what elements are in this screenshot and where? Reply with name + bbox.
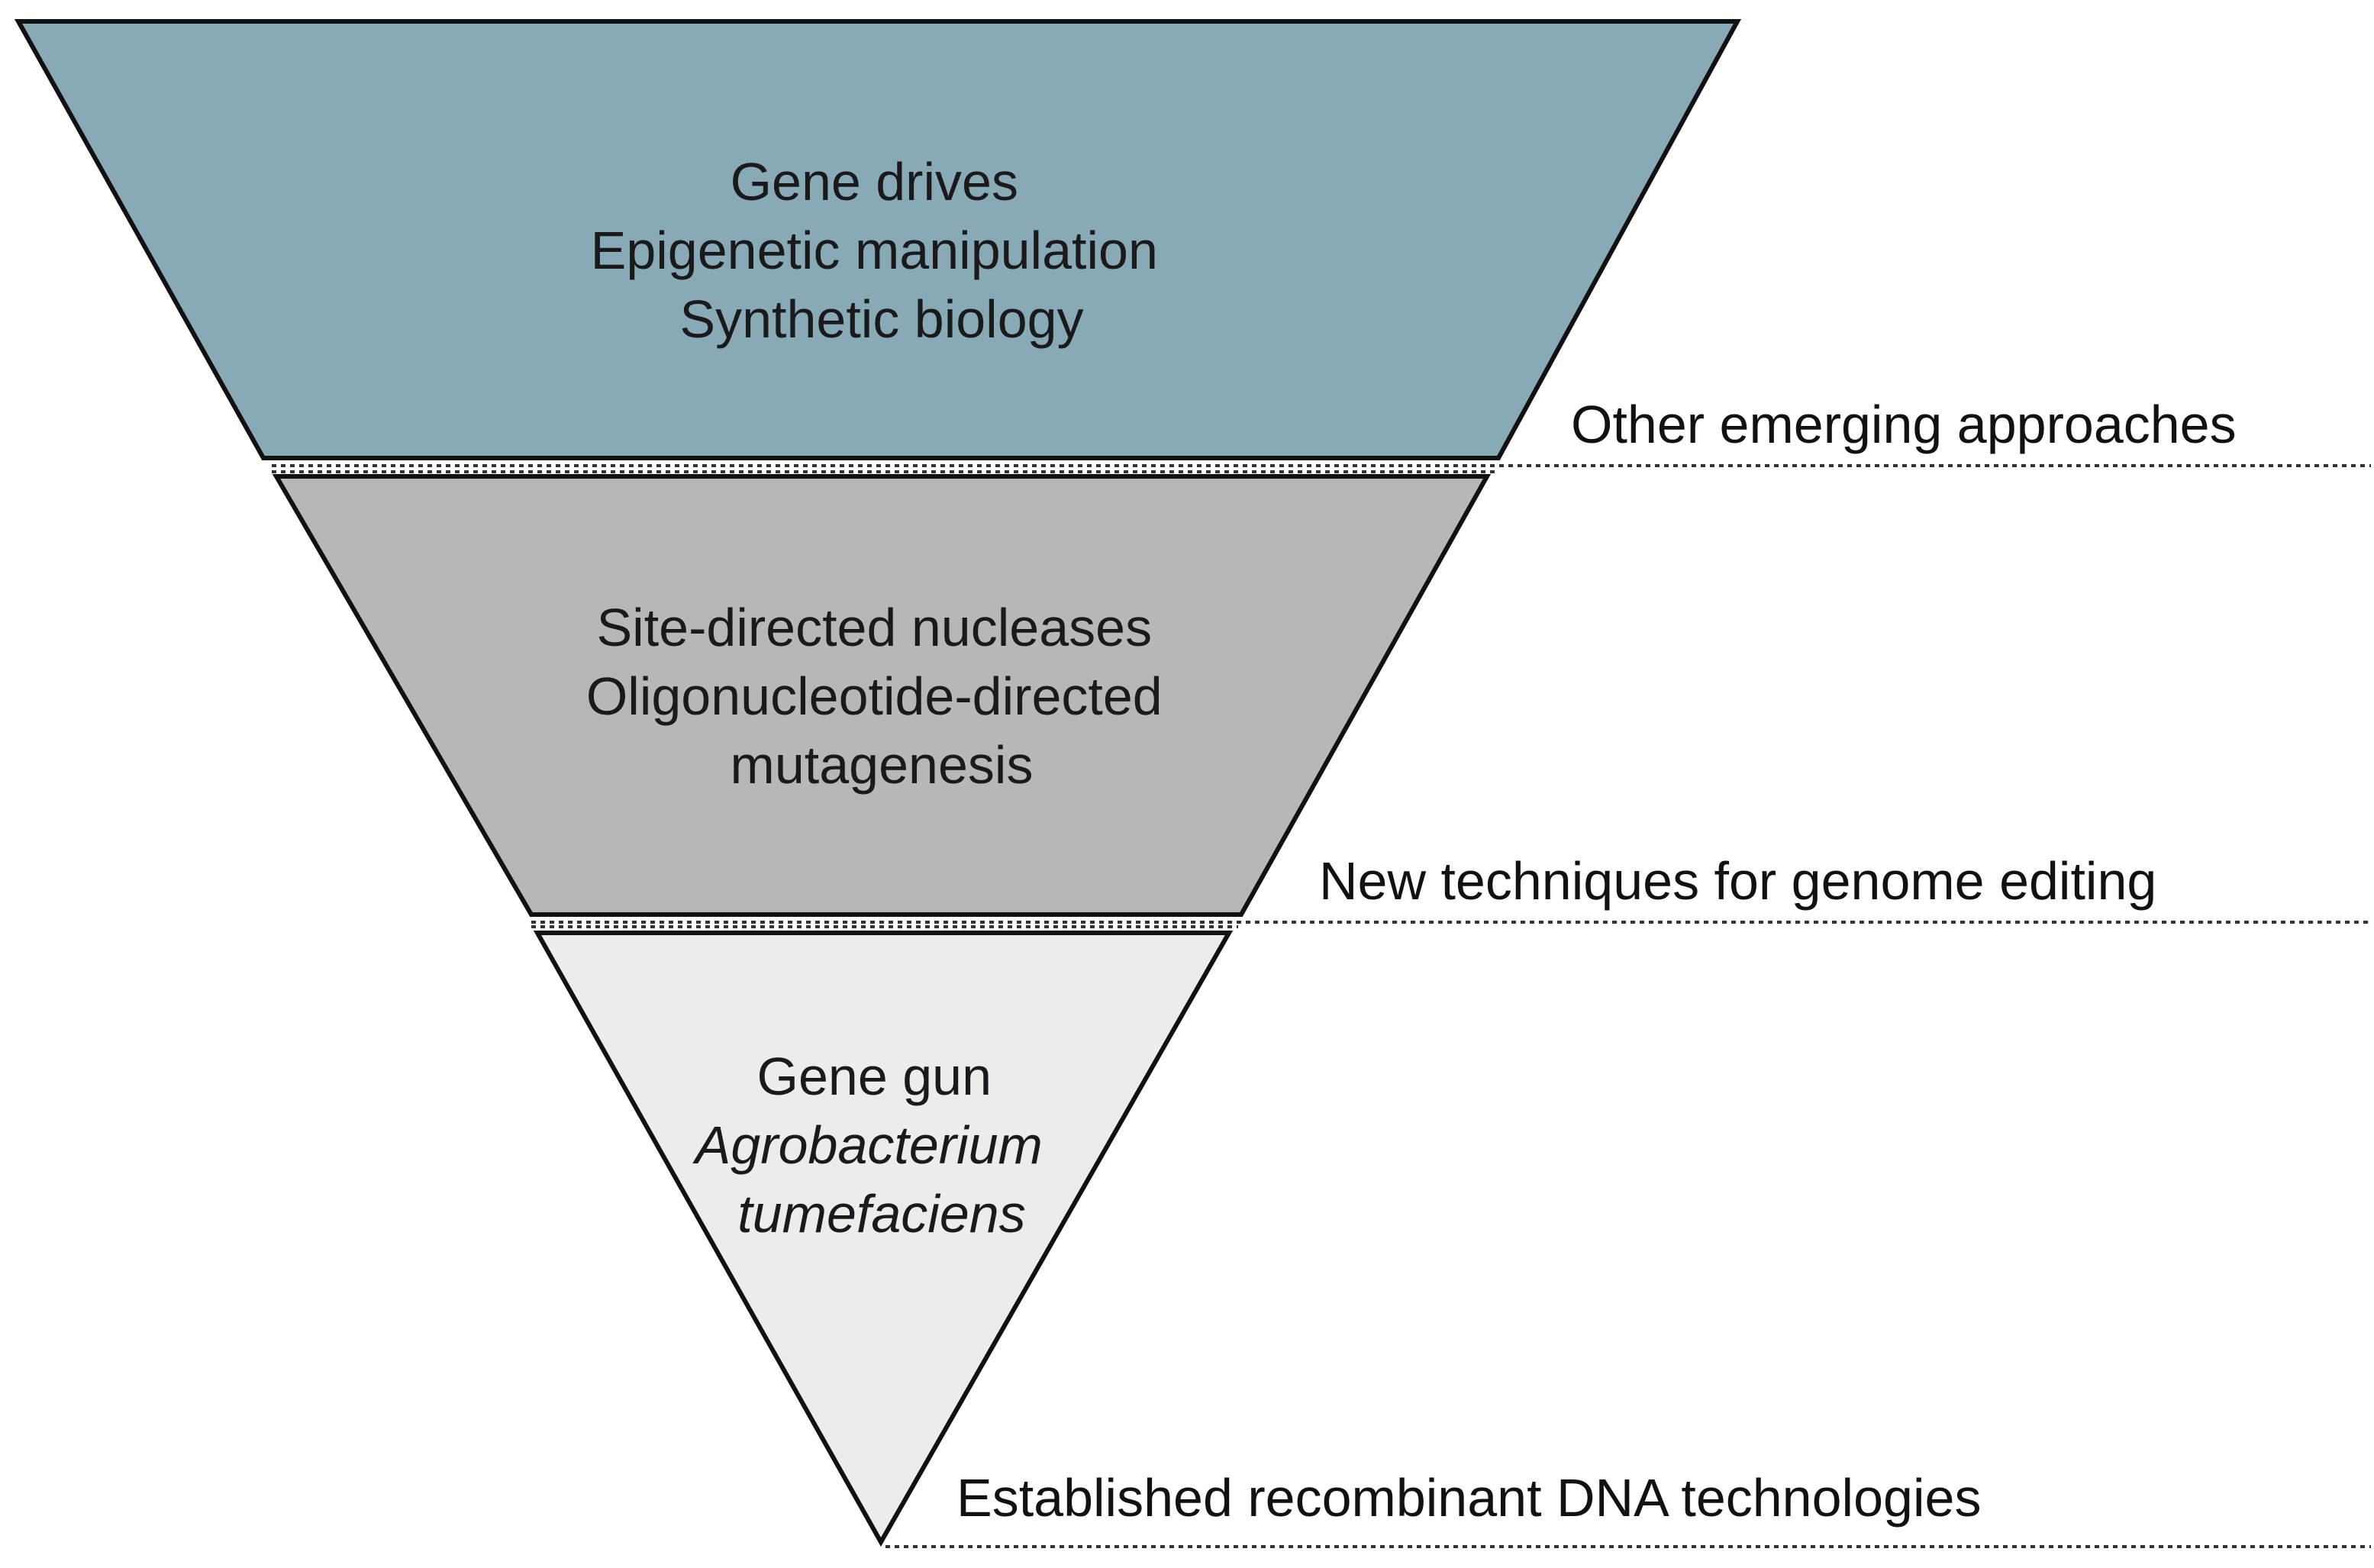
tier-other-emerging-text: Gene drives Epigenetic manipulation Synt… — [591, 152, 1173, 349]
tier-genome-editing-shape — [272, 474, 1492, 917]
divider-line-2 — [531, 921, 2371, 928]
tier-genome-editing-line-2: Oligonucleotide-directed — [586, 666, 1163, 726]
tier-genome-editing-line-3: mutagenesis — [731, 735, 1034, 795]
tier-genome-editing-text: Site-directed nucleases Oligonucleotide-… — [586, 598, 1177, 795]
tier-other-emerging-line-3: Synthetic biology — [679, 289, 1083, 349]
tier-other-emerging-shape — [14, 19, 1742, 460]
tier-genome-editing: Site-directed nucleases Oligonucleotide-… — [272, 474, 1492, 917]
tier-established-recombinant-line-3: tumefaciens — [737, 1184, 1025, 1244]
tier-established-recombinant-shape — [533, 931, 1234, 1547]
tier-other-emerging-line-1: Gene drives — [731, 152, 1018, 211]
tier-established-recombinant-line-2: Agrobacterium — [692, 1115, 1043, 1175]
tier-other-emerging-line-2: Epigenetic manipulation — [591, 221, 1158, 280]
label-new-techniques-genome-editing: New techniques for genome editing — [1319, 851, 2156, 911]
label-other-emerging-approaches: Other emerging approaches — [1571, 395, 2237, 454]
tier-established-recombinant-line-1: Gene gun — [757, 1047, 992, 1106]
tier-other-emerging: Gene drives Epigenetic manipulation Synt… — [14, 19, 1742, 460]
divider-line-1 — [272, 464, 2371, 473]
label-established-recombinant-dna: Established recombinant DNA technologies — [956, 1468, 1981, 1528]
tier-established-recombinant: Gene gun Agrobacterium tumefaciens — [533, 931, 1234, 1547]
tier-genome-editing-line-1: Site-directed nucleases — [596, 598, 1152, 657]
tier-established-recombinant-text: Gene gun Agrobacterium tumefaciens — [692, 1047, 1058, 1244]
